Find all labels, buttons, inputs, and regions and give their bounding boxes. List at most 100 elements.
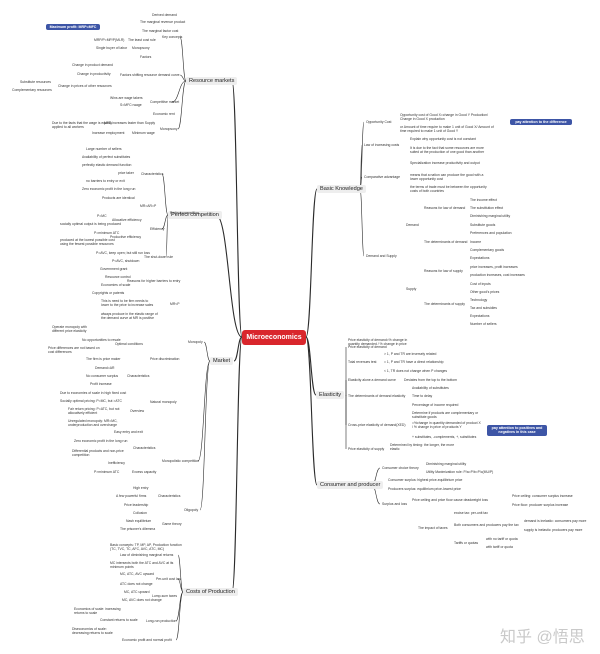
- leaf-right-demand-0[interactable]: The income effect: [470, 198, 497, 202]
- leaf-right-elasticity-0[interactable]: Price elasticity of demand=% change in q…: [348, 338, 408, 346]
- branch-market[interactable]: Market: [210, 357, 234, 365]
- leaf-left-resource-1[interactable]: The marginal revenue product: [140, 20, 186, 24]
- leaf-left-resource-22[interactable]: Minimum wage: [132, 131, 155, 135]
- leaf-left-resource-20[interactable]: MFC increases faster than Supply: [104, 121, 156, 125]
- leaf-left-resource-13[interactable]: Change in prices of other resources: [58, 84, 112, 88]
- leaf-left-perfect-2[interactable]: perfectly elastic demand function: [82, 163, 132, 167]
- leaf-left-perfect-6[interactable]: Products are identical: [102, 196, 135, 200]
- leaf-left-costs-3[interactable]: MC, ATC, AVC upward: [120, 572, 154, 576]
- leaf-right-demand-21[interactable]: Demand and Supply: [366, 254, 397, 258]
- leaf-left-perfect-18[interactable]: The shut-down rule: [144, 255, 174, 259]
- leaf-left-resource-10[interactable]: Change in productivity: [77, 72, 111, 76]
- leaf-left-monopolistic-1[interactable]: Zero economic profit in the long run: [74, 439, 128, 443]
- leaf-left-resource-16[interactable]: S=MFC=wage: [120, 103, 142, 107]
- leaf-left-monopoly-4[interactable]: Reasons for higher barriers to entry: [127, 279, 181, 283]
- leaf-left-monopoly-6[interactable]: always produce in the elastic range of t…: [101, 312, 158, 320]
- leaf-left-costs-11[interactable]: Diseconomics of scale: decreasing return…: [72, 627, 113, 635]
- leaf-right-demand-10[interactable]: price increases, profit increases: [470, 265, 518, 269]
- leaf-right-consumer-7[interactable]: Price ceiling and price floor cause dead…: [412, 498, 488, 502]
- leaf-left-monopoly-17[interactable]: Profit increase: [90, 382, 112, 386]
- leaf-left-monopoly-22[interactable]: Unregulated monopoly: MR=MC, underproduc…: [68, 419, 118, 427]
- leaf-right-demand-19[interactable]: The determinants of supply: [424, 302, 465, 306]
- leaf-right-elasticity-17[interactable]: Price elasticity of supply: [348, 447, 385, 451]
- leaf-right-basic-9[interactable]: Comparative advantage: [364, 175, 401, 179]
- leaf-left-monopoly-8[interactable]: Operate monopoly with different price el…: [52, 325, 87, 333]
- leaf-left-resource-23[interactable]: Monopsony: [160, 127, 178, 131]
- leaf-left-monopolistic-3[interactable]: Characteristics: [133, 446, 156, 450]
- leaf-right-consumer-5[interactable]: Price ceiling: consumer surplus increase: [512, 494, 573, 498]
- leaf-right-demand-2[interactable]: Diminishing marginal utility: [470, 214, 511, 218]
- leaf-left-resource-0[interactable]: Derived demand: [152, 13, 177, 17]
- leaf-left-monopoly-5[interactable]: This is need to be firm needs to lower t…: [101, 299, 154, 307]
- leaf-right-consumer-4[interactable]: Producers surplus: equilibrium price-low…: [388, 487, 461, 491]
- leaf-right-elasticity-8[interactable]: Availability of substitutes: [412, 386, 449, 390]
- leaf-left-resource-21[interactable]: Increase employment: [92, 131, 125, 135]
- leaf-left-monopolistic-6[interactable]: Excess capacity: [132, 470, 157, 474]
- leaf-right-demand-14[interactable]: Other good's prices: [470, 290, 500, 294]
- leaf-left-oligopoly-8[interactable]: Oligopoly: [184, 508, 199, 512]
- leaf-left-monopoly-24[interactable]: Overview: [130, 409, 145, 413]
- leaf-right-demand-11[interactable]: production increases, cost increases: [470, 273, 525, 277]
- leaf-left-monopoly-16[interactable]: Characteristics: [127, 374, 150, 378]
- leaf-left-monopolistic-5[interactable]: P>minimum ATC: [94, 470, 120, 474]
- leaf-left-resource-8[interactable]: Key concepts: [162, 35, 183, 39]
- leaf-right-elasticity-4[interactable]: Total revenues test: [348, 360, 377, 364]
- leaf-left-costs-7[interactable]: Lump-sum taxes: [152, 594, 178, 598]
- leaf-right-demand-17[interactable]: Expectations: [470, 314, 490, 318]
- leaf-right-demand-12[interactable]: Reasons for law of supply: [424, 269, 463, 273]
- leaf-left-oligopoly-7[interactable]: Game theory: [162, 522, 182, 526]
- leaf-left-costs-9[interactable]: Economics of scale: increasing returns t…: [74, 607, 121, 615]
- leaf-left-costs-0[interactable]: Basic concepts: TP, MP, AP, Production f…: [110, 543, 182, 551]
- leaf-right-basic-0[interactable]: Opportunity cost of Good X=change in Goo…: [400, 113, 488, 121]
- leaf-left-monopoly-9[interactable]: No opportunities to resale: [82, 338, 121, 342]
- leaf-left-resource-2[interactable]: The marginal factor cost: [142, 29, 179, 33]
- leaf-left-monopoly-20[interactable]: Socially optimal pricing: P=MC, but >ATC: [60, 399, 122, 403]
- leaf-left-monopoly-10[interactable]: Price differences are not based on cost …: [48, 346, 100, 354]
- leaf-right-elasticity-13[interactable]: =%change in quantity demanded of product…: [412, 421, 481, 429]
- leaf-right-demand-6[interactable]: Complementary goods: [470, 248, 505, 252]
- leaf-left-monopolistic-2[interactable]: Differential products and non-price comp…: [72, 449, 124, 457]
- leaf-left-monopoly-13[interactable]: Price discrimination: [150, 357, 180, 361]
- leaf-left-resource-15[interactable]: Wins are wage takers: [110, 96, 143, 100]
- leaf-left-perfect-3[interactable]: price taker: [118, 171, 134, 175]
- leaf-right-demand-8[interactable]: The determinants of demand: [424, 240, 468, 244]
- leaf-left-costs-8[interactable]: MC, AVC does not change: [122, 598, 162, 602]
- leaf-right-elasticity-16[interactable]: Determined by timing: the longer, the mo…: [390, 443, 455, 451]
- leaf-right-consumer-0[interactable]: Diminishing marginal utility: [426, 462, 467, 466]
- leaf-left-monopoly-19[interactable]: Due to economies of scale in high fixed …: [60, 391, 127, 395]
- leaf-right-consumer-11[interactable]: supply is inelastic: producers pay more: [524, 528, 583, 532]
- leaf-right-demand-13[interactable]: Cost of inputs: [470, 282, 491, 286]
- leaf-left-oligopoly-2[interactable]: Price leadership: [124, 503, 149, 507]
- leaf-left-costs-1[interactable]: Law of diminishing marginal returns: [120, 553, 174, 557]
- leaf-left-perfect-5[interactable]: Zero economic profit in the long run: [82, 187, 136, 191]
- leaf-right-consumer-9[interactable]: Both consumers and producers pay the tax: [454, 523, 519, 527]
- leaf-right-demand-16[interactable]: Tax and subsidies: [470, 306, 497, 310]
- leaf-right-consumer-8[interactable]: excise tax: per-unit tax: [454, 511, 488, 515]
- leaf-left-resource-6[interactable]: Monopsony: [132, 46, 150, 50]
- leaf-right-demand-4[interactable]: Substitute goods: [470, 223, 496, 227]
- leaf-left-perfect-4[interactable]: no barriers to entry or exit: [86, 179, 125, 183]
- leaf-left-monopoly-3[interactable]: Copyrights or patents: [92, 291, 125, 295]
- branch-basic-knowledge[interactable]: Basic Knowledge: [317, 185, 366, 193]
- leaf-left-monopoly-21[interactable]: Fair return pricing: P=ATC, but not allo…: [68, 407, 120, 415]
- leaf-right-demand-7[interactable]: Expectations: [470, 256, 490, 260]
- leaf-left-monopoly-12[interactable]: The firm is price maker: [86, 357, 121, 361]
- leaf-right-basic-1[interactable]: or Amount of time require to make 1 unit…: [400, 125, 494, 133]
- leaf-left-perfect-7[interactable]: Characteristics: [141, 172, 164, 176]
- leaf-left-monopolistic-4[interactable]: Inefficiency: [108, 461, 125, 465]
- leaf-right-demand-20[interactable]: Supply: [406, 287, 417, 291]
- leaf-left-costs-10[interactable]: Constant returns to scale: [100, 618, 138, 622]
- leaf-right-elasticity-9[interactable]: Time to delay: [412, 394, 433, 398]
- leaf-left-oligopoly-1[interactable]: A few powerful firms: [116, 494, 147, 498]
- leaf-left-monopoly-11[interactable]: Optimal conditions: [115, 342, 143, 346]
- leaf-right-elasticity-1[interactable]: > 1, P and TR are inversely related: [384, 352, 437, 356]
- leaf-right-elasticity-3[interactable]: < 1, TR does not change when P changes: [384, 369, 448, 373]
- leaf-right-basic-2[interactable]: Opportunity Cost: [366, 120, 392, 124]
- leaf-right-elasticity-7[interactable]: Elasticity alone a demand curve: [348, 378, 396, 382]
- leaf-left-perfect-9[interactable]: P=MC: [97, 214, 107, 218]
- leaf-left-resource-12[interactable]: Complementary resources: [12, 88, 52, 92]
- leaf-left-resource-14[interactable]: Factors shifting resource demand curve: [120, 73, 180, 77]
- leaf-left-oligopoly-0[interactable]: High entry: [133, 486, 149, 490]
- leaf-left-costs-12[interactable]: Long-run production: [146, 619, 177, 623]
- leaf-right-consumer-16[interactable]: Surplus and loss: [382, 502, 408, 506]
